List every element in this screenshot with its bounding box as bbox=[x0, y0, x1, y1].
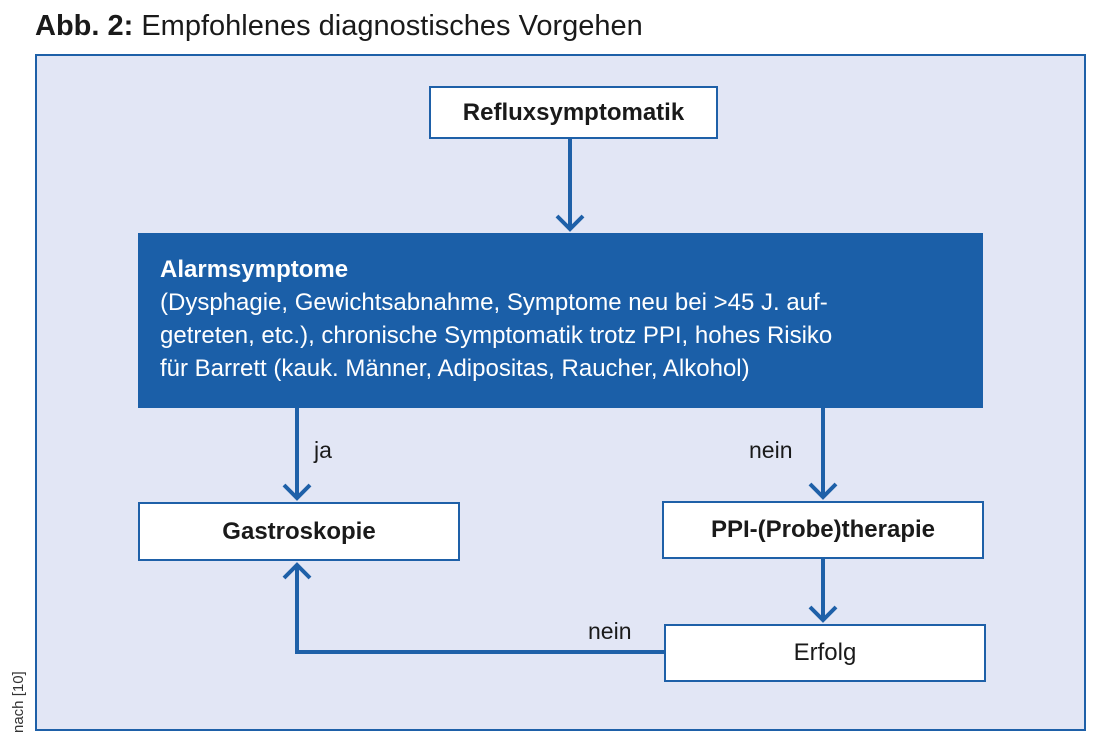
edge-label-nein: nein bbox=[749, 437, 793, 463]
arrowhead-alarm-to-ppi bbox=[808, 482, 838, 500]
node-erfolg: Erfolg bbox=[664, 624, 986, 682]
alarm-heading: Alarmsymptome bbox=[160, 256, 349, 283]
arrowhead-ppi-to-erfolg bbox=[808, 605, 838, 623]
arrowhead-alarm-to-gastroskopie bbox=[282, 483, 312, 501]
node-refluxsymptomatik: Refluxsymptomatik bbox=[429, 86, 718, 139]
alarm-line-1: (Dysphagie, Gewichtsabnahme, Symptome ne… bbox=[160, 289, 828, 316]
figure-title: Abb. 2: Empfohlenes diagnostisches Vorge… bbox=[35, 8, 643, 44]
alarm-line-2: getreten, etc.), chronische Symptomatik … bbox=[160, 322, 833, 349]
edge-label-ja: ja bbox=[314, 437, 332, 463]
node-gastroskopie: Gastroskopie bbox=[138, 502, 460, 561]
node-ppi-probetherapie: PPI-(Probe)therapie bbox=[662, 501, 984, 559]
arrow-erfolg-to-gastroskopie bbox=[295, 565, 664, 654]
figure-label: Abb. 2: bbox=[35, 10, 134, 42]
node-alarmsymptome: Alarmsymptome (Dysphagie, Gewichtsabnahm… bbox=[138, 233, 983, 408]
edge-label-erfolg-nein: nein bbox=[588, 618, 632, 644]
arrowhead-erfolg-to-gastroskopie bbox=[282, 562, 312, 580]
arrowhead-reflux-to-alarm bbox=[555, 214, 585, 232]
source-note: nach [10] bbox=[10, 671, 27, 733]
alarm-line-3: für Barrett (kauk. Männer, Adipositas, R… bbox=[160, 355, 750, 382]
figure-title-text: Empfohlenes diagnostisches Vorgehen bbox=[141, 10, 643, 42]
